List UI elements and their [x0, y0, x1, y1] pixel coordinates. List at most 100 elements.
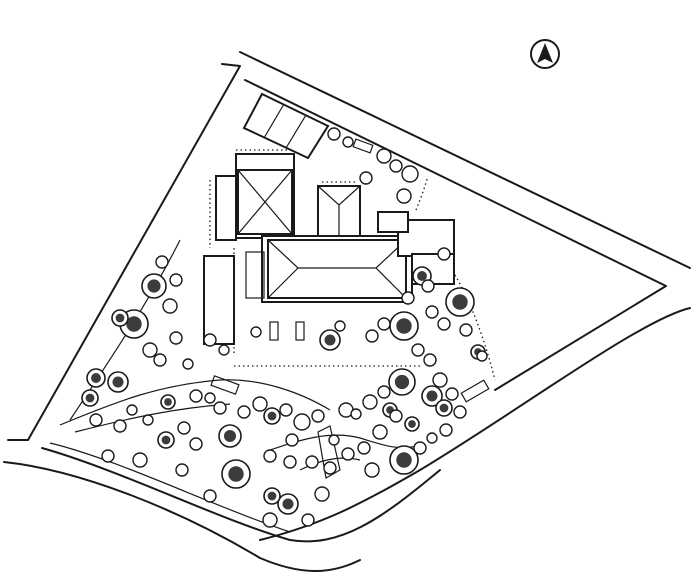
shrub-icon	[263, 449, 277, 463]
trees-layer	[81, 266, 486, 515]
shrub-icon	[437, 247, 451, 261]
tree-icon	[412, 266, 432, 286]
shrub-icon	[445, 387, 459, 401]
service-annex	[203, 251, 305, 345]
tree-icon	[218, 424, 242, 448]
shrub-icon	[342, 136, 354, 148]
shrub-icon	[162, 298, 178, 314]
shrub-icon	[423, 353, 437, 367]
shrub-icon	[142, 342, 158, 358]
shrub-icon	[327, 127, 341, 141]
tree-icon	[86, 368, 106, 388]
tree-icon	[319, 329, 341, 351]
tree-icon	[388, 368, 416, 396]
shrub-icon	[89, 413, 103, 427]
shrub-icon	[203, 489, 217, 503]
tree-icon	[435, 399, 453, 417]
shrub-icon	[357, 441, 371, 455]
tree-icon	[404, 416, 420, 432]
parking-structure	[242, 92, 330, 160]
shrub-icon	[153, 353, 167, 367]
east-road-edge	[259, 307, 691, 541]
hip-roof-building-small	[317, 185, 361, 239]
hip-roof-building-west	[215, 153, 295, 241]
shrub-icon	[250, 326, 262, 338]
shrub-icon	[132, 452, 148, 468]
shrub-icon	[453, 405, 467, 419]
shrub-icon	[359, 171, 373, 185]
shrub-icon	[177, 421, 191, 435]
shrub-icon	[189, 437, 203, 451]
shrub-icon	[377, 317, 391, 331]
shrub-icon	[101, 449, 115, 463]
shrub-icon	[411, 343, 425, 357]
shrub-icon	[237, 405, 251, 419]
hedges	[209, 149, 429, 367]
shed	[352, 138, 374, 154]
tree-icon	[389, 311, 419, 341]
tree-icon	[263, 487, 281, 505]
shrub-icon	[126, 404, 138, 416]
shrub-icon	[213, 401, 227, 415]
shrub-icon	[285, 433, 299, 447]
tree-icon	[81, 389, 99, 407]
shrub-icon	[341, 447, 355, 461]
south-road-edge	[3, 461, 361, 572]
shelter	[460, 379, 490, 403]
shrub-icon	[182, 358, 194, 370]
shrub-icon	[401, 291, 415, 305]
inner-south-edge	[41, 447, 441, 543]
shrub-icon	[334, 320, 346, 332]
shrub-icon	[279, 403, 293, 417]
tree-icon	[111, 309, 129, 327]
shrub-icon	[396, 188, 412, 204]
shrub-icon	[305, 455, 319, 469]
main-hall-building	[261, 235, 413, 303]
shrub-icon	[189, 389, 203, 403]
shrub-icon	[350, 408, 362, 420]
shrub-icon	[175, 463, 189, 477]
bench	[210, 375, 240, 395]
shrub-icon	[323, 461, 337, 475]
shrub-icon	[372, 424, 388, 440]
shrub-icon	[377, 385, 391, 399]
shrubs-layer	[89, 127, 488, 528]
shrub-icon	[421, 279, 435, 293]
south-path-line	[49, 442, 291, 533]
tree-icon	[107, 371, 129, 393]
tree-icon	[277, 493, 299, 515]
north-arrow-icon	[530, 39, 560, 69]
north-road-edge-outer	[239, 51, 691, 269]
shrub-icon	[283, 455, 297, 469]
shrub-icon	[426, 432, 438, 444]
shrub-icon	[301, 513, 315, 527]
shrub-icon	[204, 392, 216, 404]
shrub-icon	[155, 255, 169, 269]
tree-icon	[445, 287, 475, 317]
shrub-icon	[365, 329, 379, 343]
shrub-icon	[203, 333, 217, 347]
shrub-icon	[314, 486, 330, 502]
shrub-icon	[169, 331, 183, 345]
shrub-icon	[425, 305, 439, 319]
shrub-icon	[252, 396, 268, 412]
shrub-icon	[476, 350, 488, 362]
shrub-icon	[262, 512, 278, 528]
shrub-icon	[362, 394, 378, 410]
tree-icon	[221, 459, 251, 489]
tree-icon	[160, 394, 176, 410]
shrub-icon	[113, 419, 127, 433]
tree-icon	[421, 385, 443, 407]
shrub-icon	[293, 413, 311, 431]
shrub-icon	[169, 273, 183, 287]
shrub-icon	[439, 423, 453, 437]
shrub-icon	[218, 344, 230, 356]
footbridge	[317, 425, 341, 479]
shrub-icon	[459, 323, 473, 337]
shrub-icon	[389, 159, 403, 173]
shrub-icon	[413, 441, 427, 455]
shrub-icon	[328, 434, 340, 446]
tree-icon	[141, 273, 167, 299]
shrub-icon	[401, 165, 419, 183]
